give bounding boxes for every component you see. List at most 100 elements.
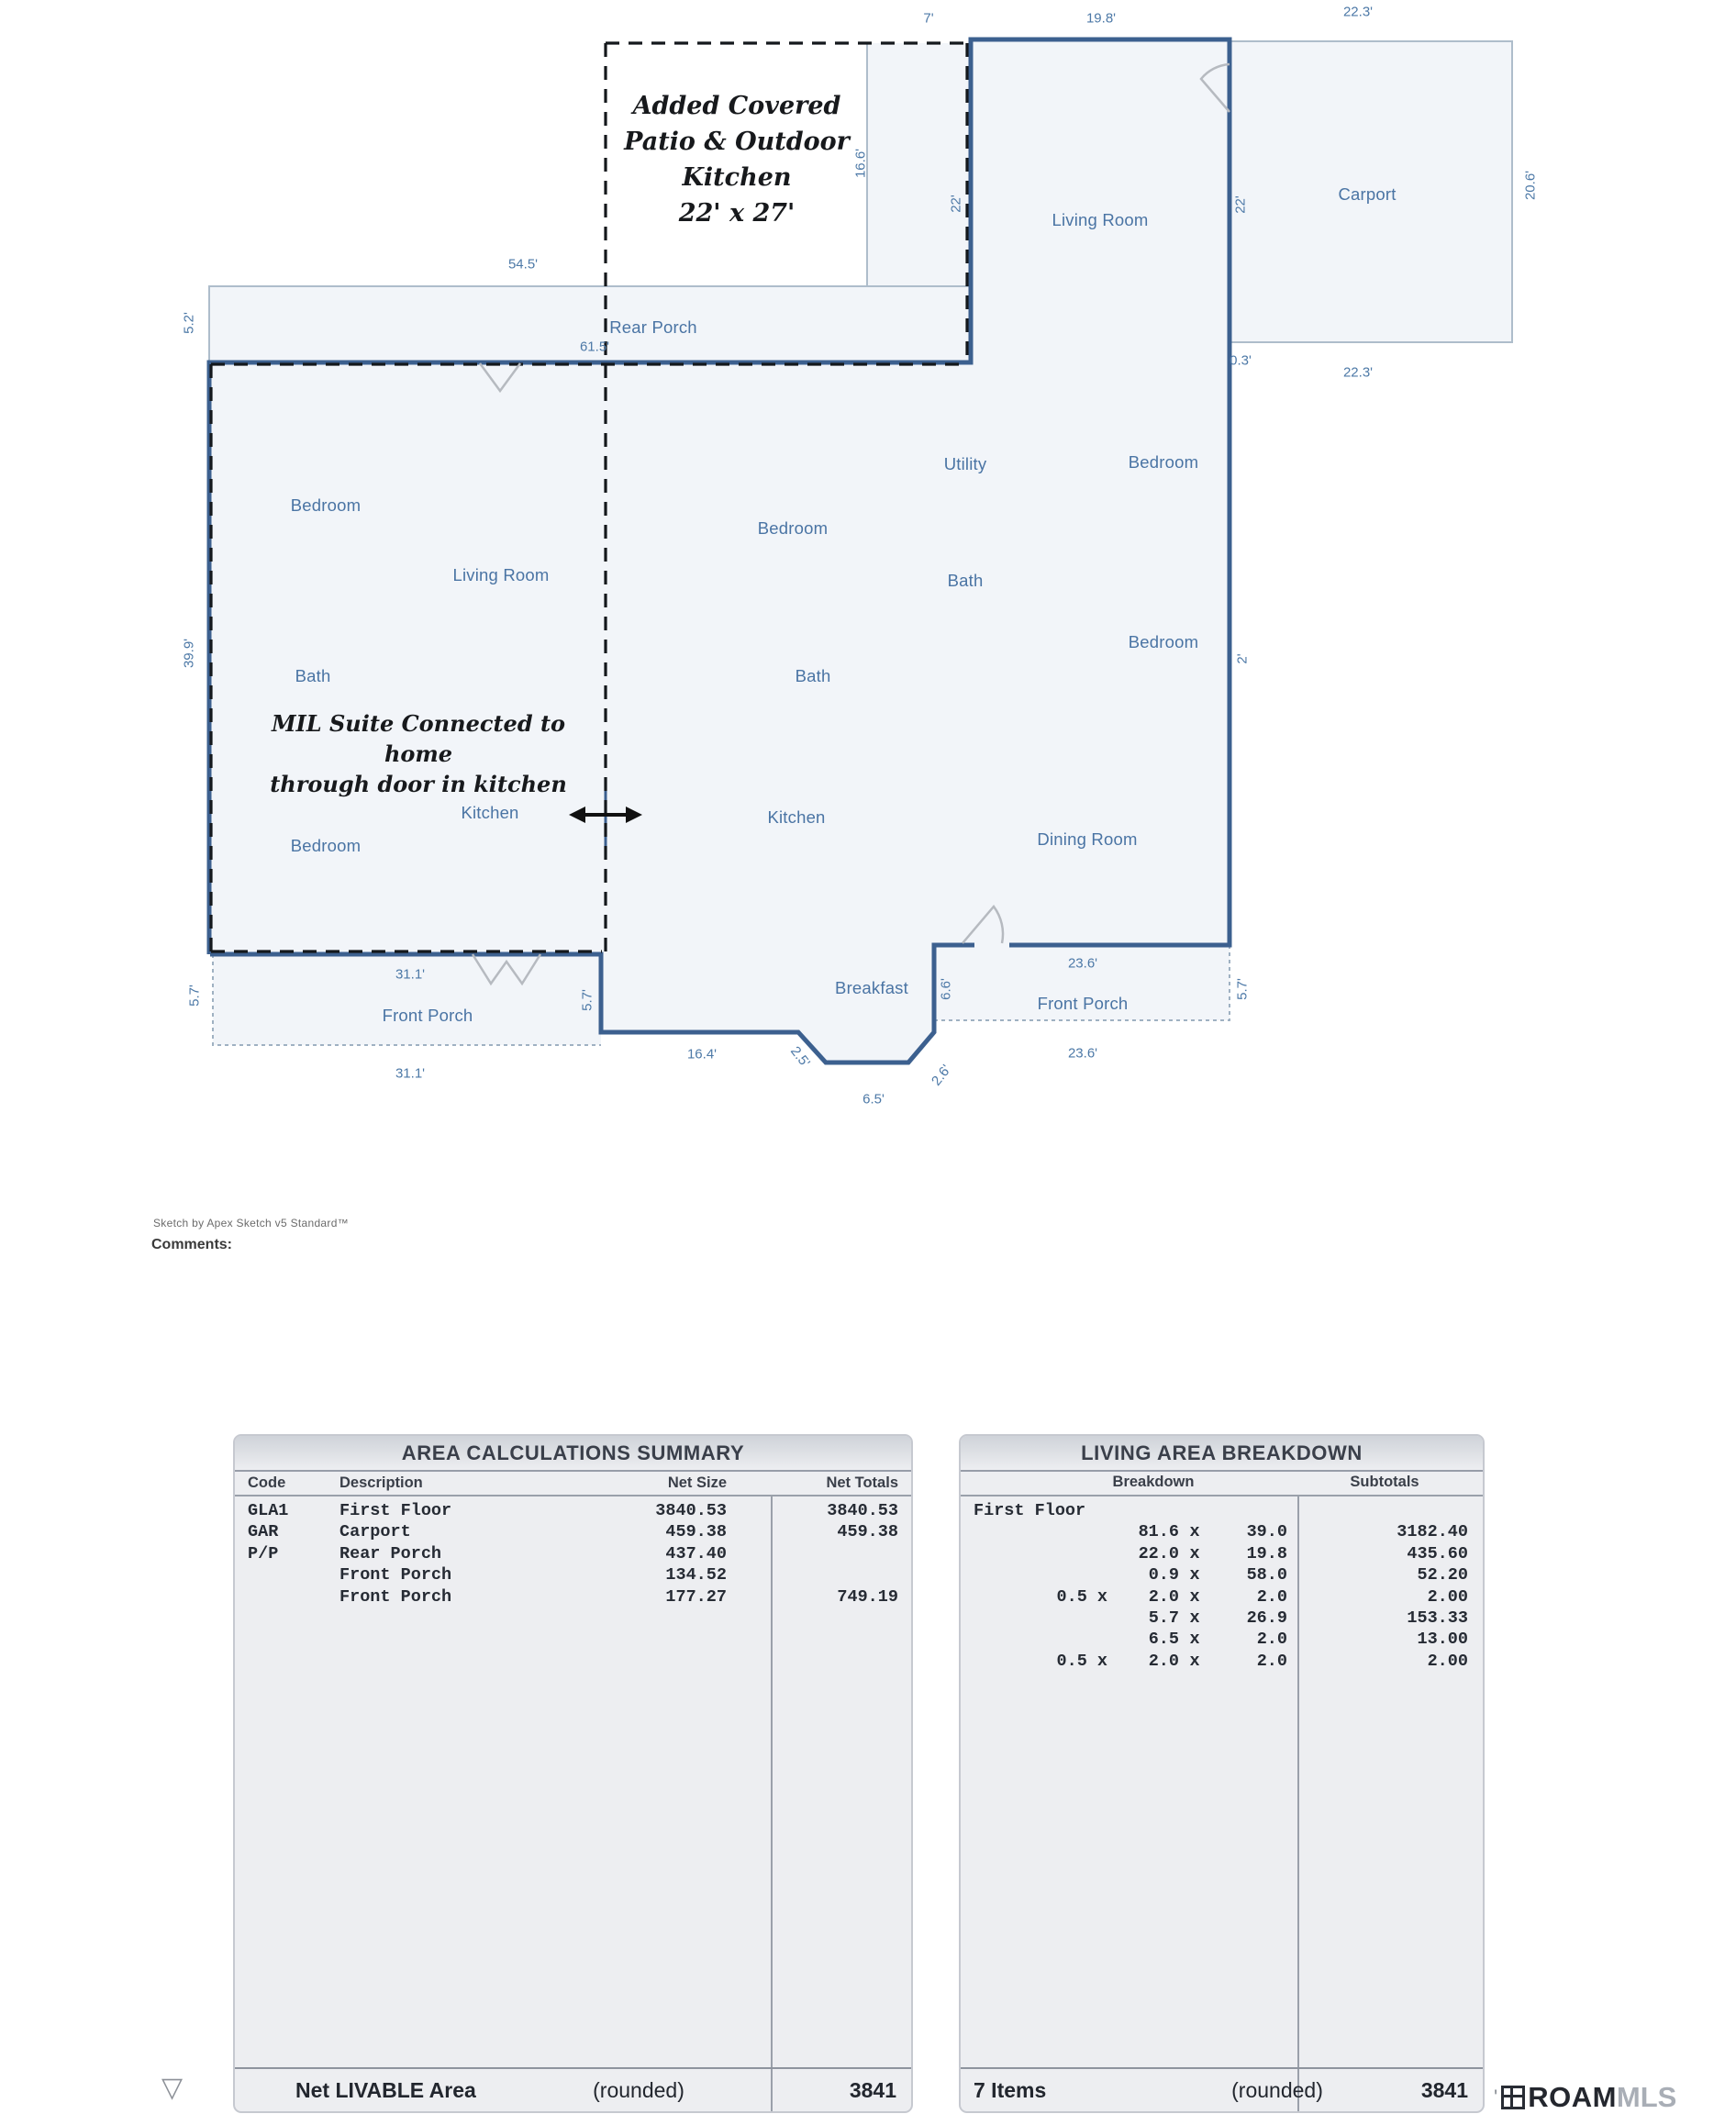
- cell-dim-a: 0.9: [1148, 1565, 1179, 1586]
- connection-arrow-icon: [569, 807, 642, 823]
- cell-dim-b: 26.9: [1246, 1608, 1287, 1629]
- room-label-bath: Bath: [795, 666, 831, 685]
- table-row: GLA1 First Floor 3840.53 3840.53: [248, 1500, 898, 1521]
- cell-subtotal: 13.00: [1417, 1630, 1468, 1650]
- room-label-breakfast: Breakfast: [835, 978, 908, 997]
- dim-label: 23.6': [1067, 955, 1098, 972]
- cell-net-totals: 459.38: [837, 1522, 898, 1542]
- porch-dotted-walls: [212, 945, 1230, 1046]
- patio-annotation-line: Patio & Outdoor: [624, 128, 850, 156]
- cell-net-size: 134.52: [665, 1565, 727, 1586]
- cell-subtotal: 3182.40: [1397, 1522, 1468, 1542]
- light-walls: [208, 40, 1513, 361]
- floor-plan-drawing: [206, 37, 1513, 1065]
- cell-description: Front Porch: [339, 1565, 452, 1586]
- cell-net-size: 177.27: [665, 1586, 727, 1607]
- cell-code: GLA1: [248, 1501, 289, 1520]
- cell-subtotal: 153.33: [1407, 1608, 1468, 1629]
- quote-mark: ': [1494, 2086, 1498, 2108]
- patio-annotation: Added Covered Patio & Outdoor Kitchen 22…: [606, 88, 868, 231]
- dim-label: 16.6': [852, 148, 869, 179]
- dim-label: 5.7': [1234, 978, 1251, 1000]
- room-label-bath: Bath: [295, 666, 331, 685]
- cell-dim-a: 2.0: [1148, 1651, 1179, 1671]
- net-livable-label: Net LIVABLE Area: [295, 2078, 476, 2102]
- dim-label: 5.7': [579, 989, 595, 1011]
- cell-dim-b: 2.0: [1256, 1630, 1287, 1650]
- room-label-kitchen: Kitchen: [461, 803, 519, 822]
- mil-annotation-line: through door in kitchen: [270, 771, 567, 797]
- cell-factor-half: [974, 1608, 1107, 1629]
- cell-factor-half: [974, 1521, 1107, 1542]
- room-label-utility: Utility: [943, 454, 987, 473]
- cell-dim-b: 39.0: [1246, 1522, 1287, 1542]
- cell-code: GAR: [248, 1522, 279, 1542]
- cell-times: x: [1189, 1586, 1200, 1607]
- floor-plan: Added Covered Patio & Outdoor Kitchen 22…: [181, 5, 1539, 1107]
- cell-subtotal: 435.60: [1407, 1543, 1468, 1563]
- cell-factor-half: [974, 1543, 1107, 1564]
- table-row: GAR Carport 459.38 459.38: [248, 1521, 898, 1542]
- living-breakdown-rows: First Floor 81.6 x 39.0 3182.40 22.0 x 1…: [961, 1500, 1483, 1672]
- cell-subtotal: 2.00: [1427, 1586, 1468, 1607]
- room-label-front-porch: Front Porch: [382, 1006, 473, 1025]
- cell-times: x: [1189, 1651, 1200, 1671]
- room-fills: [209, 39, 1512, 1063]
- table-row: 81.6 x 39.0 3182.40: [974, 1521, 1468, 1542]
- living-breakdown-table: LIVING AREA BREAKDOWN Breakdown Subtotal…: [959, 1434, 1485, 2113]
- table-row: 0.5 x 2.0 x 2.0 2.00: [974, 1651, 1468, 1672]
- col-header-net-size: Net Size: [667, 1474, 727, 1491]
- table-row: Front Porch 177.27 749.19: [248, 1586, 898, 1608]
- dim-label: 61.5': [579, 339, 610, 355]
- cell-code: P/P: [248, 1543, 279, 1563]
- section-row: First Floor: [974, 1500, 1468, 1521]
- cell-dim-b: 2.0: [1256, 1651, 1287, 1671]
- rounded-label: (rounded): [593, 2078, 684, 2102]
- living-breakdown-header-row: Breakdown Subtotals: [961, 1472, 1483, 1496]
- door-swing-icon: [962, 904, 1005, 944]
- cell-net-size: 459.38: [665, 1522, 727, 1542]
- room-label-front-porch: Front Porch: [1037, 994, 1129, 1013]
- room-label-kitchen: Kitchen: [767, 807, 826, 827]
- cell-factor-half: 0.5 x: [1056, 1651, 1107, 1671]
- dim-label: 31.1': [395, 966, 426, 983]
- section-label: First Floor: [974, 1501, 1086, 1520]
- room-label-bath: Bath: [947, 571, 984, 590]
- cell-code: [248, 1564, 339, 1586]
- dim-label: 20.6': [1522, 170, 1539, 201]
- living-breakdown-footer: 7 Items (rounded) 3841: [961, 2067, 1483, 2111]
- dim-label: 23.6': [1067, 1045, 1098, 1062]
- dim-label: 31.1': [395, 1065, 426, 1082]
- mil-annotation-line: MIL Suite Connected to home: [271, 710, 566, 767]
- room-label-bedroom: Bedroom: [290, 495, 362, 515]
- dim-label: 39.9': [181, 638, 197, 669]
- dim-label: 16.4': [686, 1046, 718, 1063]
- dashed-addition-outline: [209, 41, 969, 953]
- area-summary-title: AREA CALCULATIONS SUMMARY: [235, 1436, 911, 1472]
- dim-label: 5.7': [186, 985, 203, 1007]
- dim-label: 54.5': [507, 256, 539, 273]
- cell-net-size: 437.40: [665, 1543, 727, 1563]
- cell-times: x: [1189, 1565, 1200, 1586]
- area-summary-table: AREA CALCULATIONS SUMMARY Code Descripti…: [233, 1434, 913, 2113]
- cell-times: x: [1189, 1522, 1200, 1542]
- dim-label: 5.2': [181, 312, 197, 334]
- area-summary-footer: Net LIVABLE Area (rounded) 3841: [235, 2067, 911, 2111]
- cell-net-totals: [727, 1543, 898, 1564]
- mil-suite-annotation: MIL Suite Connected to home through door…: [237, 708, 600, 799]
- dim-label: 22': [948, 195, 964, 213]
- dim-label: 19.8': [1085, 10, 1117, 27]
- col-header-subtotals: Subtotals: [1350, 1474, 1419, 1490]
- cell-code: [248, 1586, 339, 1608]
- dim-label: 6.5': [862, 1091, 885, 1107]
- room-label-carport: Carport: [1338, 184, 1397, 204]
- table-row: 0.9 x 58.0 52.20: [974, 1564, 1468, 1586]
- cell-dim-a: 5.7: [1148, 1608, 1179, 1629]
- room-label-rear-porch: Rear Porch: [609, 317, 697, 337]
- rounded-label: (rounded): [1231, 2078, 1323, 2102]
- table-row: 6.5 x 2.0 13.00: [974, 1629, 1468, 1650]
- sketch-credit-text: Sketch by Apex Sketch v5 Standard™: [153, 1217, 349, 1229]
- cell-description: First Floor: [339, 1501, 452, 1520]
- patio-annotation-line: 22' x 27': [678, 199, 796, 228]
